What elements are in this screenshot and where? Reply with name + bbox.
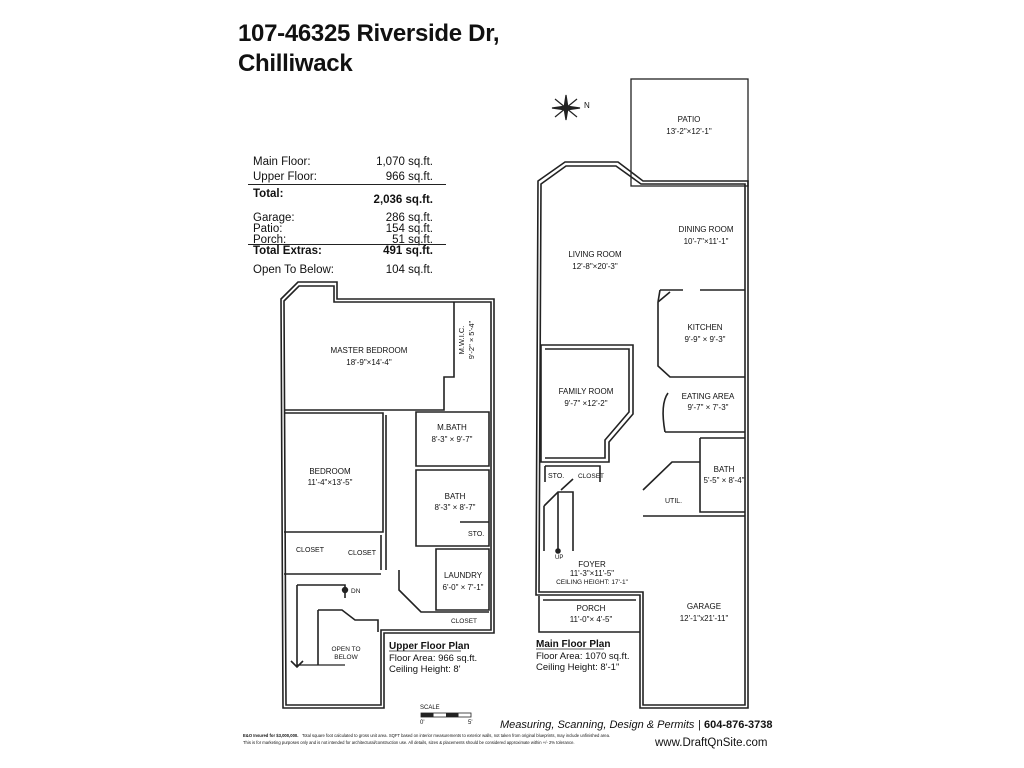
dims-mwic: 9'-2" × 5'-4" <box>467 320 476 359</box>
label-master-bedroom: MASTER BEDROOM <box>331 346 408 355</box>
footer-disclaimer-1: E&O Insured for $3,000,000. <box>243 733 298 738</box>
dims-garage: 12'-1"x21'-11" <box>680 614 729 623</box>
dims-foyer: 11'-3"×11'-5" <box>570 569 614 578</box>
label-foyer: FOYER <box>578 560 606 569</box>
dims-eating-area: 9'-7" × 7'-3" <box>688 403 729 412</box>
dn-marker <box>341 586 349 594</box>
label-upper-closet-1: CLOSET <box>296 547 325 554</box>
label-laundry: LAUNDRY <box>444 571 483 580</box>
main-caption-ceiling: Ceiling Height: 8'-1" <box>536 662 619 673</box>
label-garage: GARAGE <box>687 602 721 611</box>
label-open-to-below-2: BELOW <box>334 654 358 661</box>
label-upper-sto: STO. <box>468 531 484 538</box>
footer-separator: | <box>698 719 701 731</box>
label-porch: PORCH <box>577 604 606 613</box>
scale-start: 0' <box>420 720 424 726</box>
label-main-bath: BATH <box>714 465 735 474</box>
label-patio: PATIO <box>678 115 701 124</box>
compass-icon <box>551 94 581 121</box>
up-marker <box>555 548 561 554</box>
dims-living-room: 12'-8"×20'-3" <box>572 262 618 271</box>
footer-disclaimer-2: Total square foot calculated to gross un… <box>302 733 610 738</box>
label-bedroom: BEDROOM <box>309 467 351 476</box>
upper-floor-walls <box>280 281 495 709</box>
label-dining-room: DINING ROOM <box>678 225 733 234</box>
dims-bedroom: 11'-4"×13'-5" <box>308 478 353 487</box>
dims-dining-room: 10'-7"×11'-1" <box>684 237 729 246</box>
main-caption-title: Main Floor Plan <box>536 639 610 650</box>
label-kitchen: KITCHEN <box>687 323 722 332</box>
scale-bar <box>420 712 472 718</box>
dims-laundry: 6'-0" × 7'-1" <box>443 583 484 592</box>
main-floor-walls <box>535 78 749 709</box>
label-open-to-below-1: OPEN TO <box>331 646 360 653</box>
address-line-2: Chilliwack <box>238 50 353 77</box>
footer-services: Measuring, Scanning, Design & Permits <box>500 719 695 731</box>
label-main-closet: CLOSET <box>578 473 604 480</box>
upper-caption-ceiling: Ceiling Height: 8' <box>389 664 461 675</box>
scale-end: 5' <box>468 720 472 726</box>
footer-website: www.DraftQnSite.com <box>654 737 767 749</box>
dims-main-bath: 5'-5" × 8'-4" <box>704 476 745 485</box>
label-upper-bath: BATH <box>445 492 466 501</box>
dims-mbath: 8'-3" × 9'-7" <box>432 435 473 444</box>
summary-rule-1 <box>248 184 446 185</box>
label-upper-closet-2: CLOSET <box>348 550 377 557</box>
footer-disclaimer-3: This is for marketing purposes only and … <box>243 740 575 745</box>
upper-caption-title: Upper Floor Plan <box>389 641 470 652</box>
address-line-1: 107-46325 Riverside Dr, <box>238 20 500 47</box>
dims-master-bedroom: 18'-9"×14'-4" <box>346 358 392 367</box>
dims-porch: 11'-0"× 4'-5" <box>570 615 613 624</box>
label-mwic: M.W.I.C. <box>457 326 466 355</box>
upper-caption-area: Floor Area: 966 sq.ft. <box>389 653 477 664</box>
label-mbath: M.BATH <box>437 423 467 432</box>
foyer-ceiling: CEILING HEIGHT: 17'-1" <box>556 579 629 586</box>
footer-phone: 604-876-3738 <box>704 719 773 731</box>
label-eating-area: EATING AREA <box>682 392 735 401</box>
label-up: UP <box>555 555 563 561</box>
label-util: UTIL. <box>665 498 682 505</box>
label-living-room: LIVING ROOM <box>568 250 622 259</box>
dims-patio: 13'-2"×12'-1" <box>666 127 712 136</box>
dims-kitchen: 9'-9" × 9'-3" <box>685 335 726 344</box>
label-family-room: FAMILY ROOM <box>559 387 614 396</box>
label-dn: DN <box>351 588 361 595</box>
label-upper-closet-3: CLOSET <box>451 618 477 625</box>
scale-label: SCALE <box>420 705 440 711</box>
summary-rule-2 <box>248 244 446 245</box>
dims-family-room: 9'-7" ×12'-2" <box>564 399 607 408</box>
label-main-sto: STO. <box>548 473 564 480</box>
main-caption-area: Floor Area: 1070 sq.ft. <box>536 651 629 662</box>
dims-upper-bath: 8'-3" × 8'-7" <box>435 503 476 512</box>
compass-label: N <box>584 101 590 110</box>
